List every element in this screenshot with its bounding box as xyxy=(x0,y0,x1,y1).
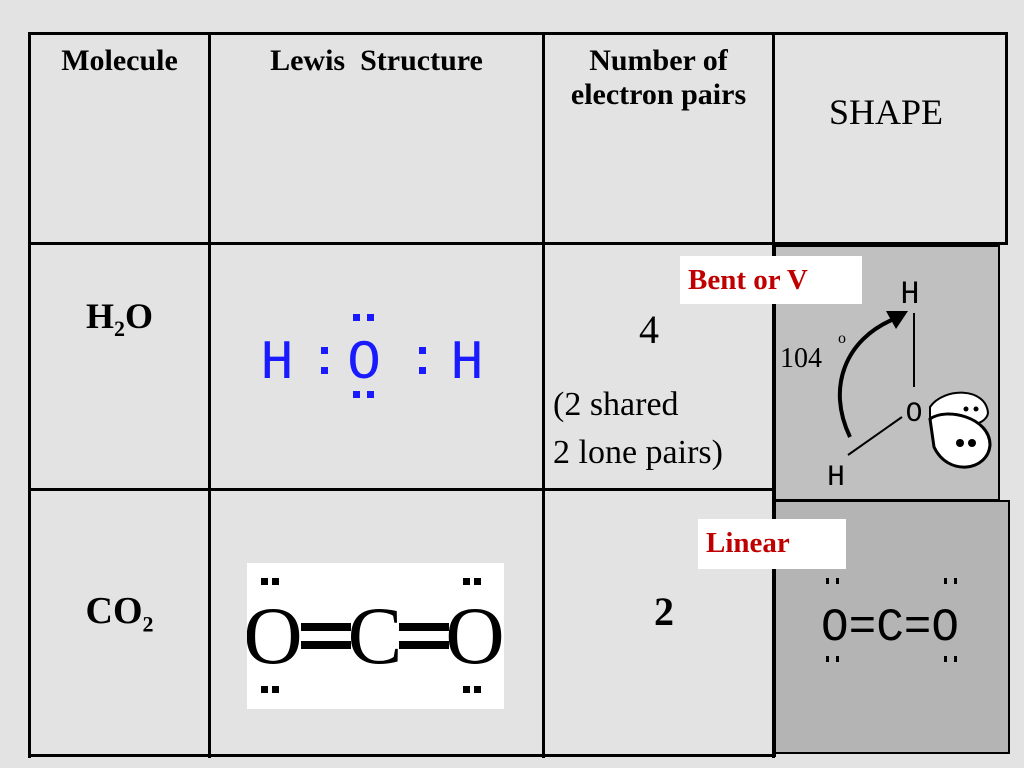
linear-formula: O=C=O xyxy=(821,602,959,654)
molecule-co2-subscript: 2 xyxy=(142,611,154,637)
lewis-co2-double-bond-right xyxy=(399,623,449,631)
lewis-h2o-lone-dot xyxy=(367,314,374,321)
lewis-h2o-left-atom: H xyxy=(260,331,294,395)
row-divider-2 xyxy=(28,488,774,491)
lone-pair-dot xyxy=(973,406,979,412)
lone-pair-dot xyxy=(474,686,481,693)
lone-pair-dot xyxy=(944,656,947,662)
lewis-h2o-lone-dot xyxy=(353,314,360,321)
bent-angle-arc-arrow xyxy=(837,317,895,438)
pairs-note-h2o-line1: (2 shared xyxy=(553,386,679,423)
table-border-bottom xyxy=(28,754,776,757)
header-pairs-line2: electron pairs xyxy=(570,78,747,111)
header-pairs-line1: Number of xyxy=(589,44,728,77)
molecule-co2: CO2 xyxy=(31,590,208,646)
pairs-note-h2o: (2 shared 2 lone pairs) xyxy=(553,381,768,477)
table-border-left xyxy=(28,32,31,758)
linear-molecule-diagram: O=C=O xyxy=(821,578,959,662)
bent-molecule-diagram: H O H 104 o xyxy=(780,276,992,495)
lone-pair-dot xyxy=(968,439,976,447)
bent-arrow-head xyxy=(886,311,908,329)
header-number-of-electron-pairs: Number of electron pairs xyxy=(545,44,772,112)
lewis-co2-double-bond-left xyxy=(301,641,351,649)
header-shape: SHAPE xyxy=(828,92,944,132)
lone-pair-dot xyxy=(836,656,839,662)
lewis-h2o-lone-dot xyxy=(353,391,360,398)
lone-pair-dot xyxy=(463,686,470,693)
pairs-count-h2o: 4 xyxy=(639,307,659,352)
header-lewis-structure: Lewis Structure xyxy=(270,44,483,77)
lewis-h2o-bond-dot xyxy=(419,347,426,354)
lone-pair-dot xyxy=(963,406,969,412)
shape-label-linear: Linear xyxy=(698,519,846,569)
lone-pair-dot xyxy=(463,578,470,585)
row-divider-1 xyxy=(28,242,1008,245)
lone-pair-dot xyxy=(954,656,957,662)
lone-pair-dot xyxy=(272,578,279,585)
lone-pair-dot xyxy=(836,578,839,584)
molecule-co2-main: CO xyxy=(85,590,143,632)
col-divider-2 xyxy=(542,32,545,758)
pairs-count-co2: 2 xyxy=(654,589,674,634)
header-molecule: Molecule xyxy=(61,44,178,77)
bent-bottom-h-atom: H xyxy=(827,461,845,495)
bent-lower-bond xyxy=(847,416,903,456)
lone-pair-dot xyxy=(474,578,481,585)
lewis-co2-double-bond-right xyxy=(399,641,449,649)
lone-pair-dot xyxy=(826,578,829,584)
lewis-h2o-bond-dot xyxy=(321,347,328,354)
table-border-top xyxy=(28,32,1008,35)
bent-center-o-atom: O xyxy=(906,399,923,430)
lewis-h2o-bond-dot xyxy=(419,367,426,374)
lone-pair-dot xyxy=(261,578,268,585)
lewis-structure-h2o: H O H xyxy=(260,314,484,398)
molecule-h2o-main: H xyxy=(85,296,114,336)
lewis-h2o-bond-dot xyxy=(321,367,328,374)
lewis-h2o-right-atom: H xyxy=(450,331,484,395)
lone-pair-dot xyxy=(944,578,947,584)
lewis-h2o-lone-dot xyxy=(367,391,374,398)
bent-angle-degree: o xyxy=(838,330,846,347)
col-divider-1 xyxy=(208,32,211,758)
molecule-h2o-subscript: 2 xyxy=(114,316,125,342)
lewis-co2-double-bond-left xyxy=(301,623,351,631)
table-border-right xyxy=(1005,32,1008,245)
molecule-h2o: H2O xyxy=(31,296,208,349)
lone-pair-dot xyxy=(261,686,268,693)
lewis-h2o-center-atom: O xyxy=(347,331,381,395)
lewis-co2-center-atom: C xyxy=(348,590,403,681)
shape-label-bent: Bent or V xyxy=(680,256,862,304)
lone-pair-dot xyxy=(956,439,964,447)
bent-top-h-atom: H xyxy=(900,276,919,313)
lewis-co2-left-atom: O xyxy=(247,590,303,681)
lewis-structure-co2: O C O xyxy=(247,563,504,709)
col-divider-3 xyxy=(772,32,775,758)
lewis-co2-right-atom: O xyxy=(445,590,504,681)
molecule-h2o-tail: O xyxy=(125,296,154,336)
pairs-note-h2o-line2: 2 lone pairs) xyxy=(553,434,723,471)
lone-pair-dot xyxy=(826,656,829,662)
lone-pair-dot xyxy=(954,578,957,584)
bent-angle-label: 104 xyxy=(780,343,822,374)
lone-pair-dot xyxy=(272,686,279,693)
